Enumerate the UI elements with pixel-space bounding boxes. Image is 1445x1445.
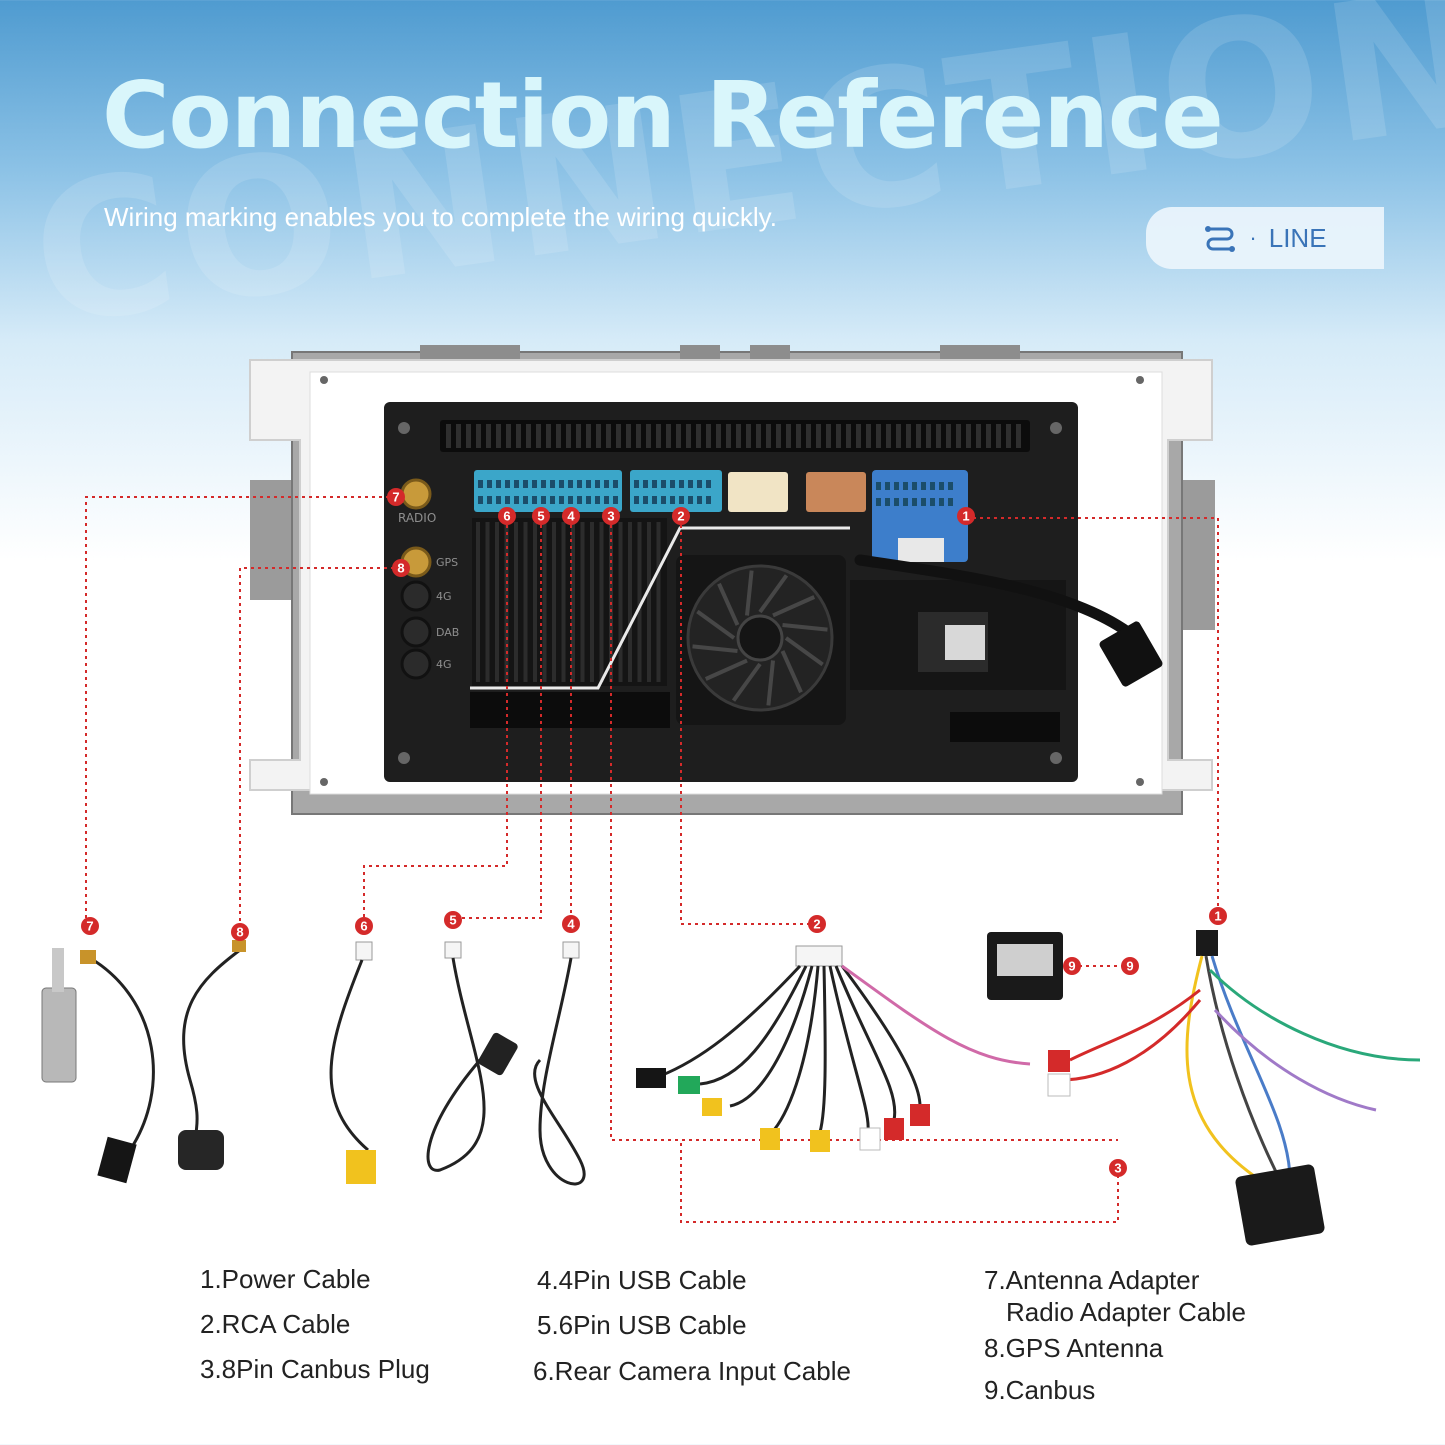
legend-item-2: 2.RCA Cable [200,1309,351,1339]
dab-label: DAB [436,626,459,639]
marker-number: 3 [1114,1161,1121,1176]
4g-socket-b [400,648,432,680]
camera-input-cable [329,941,376,1184]
usb-4pin-cable [533,941,586,1186]
route-icon [1205,226,1236,252]
legend-item-7-line2: Radio Adapter Cable [1006,1297,1246,1327]
marker-3: 3 [1109,1159,1127,1177]
marker-number: 9 [1068,959,1075,974]
orange-connector [806,472,866,512]
marker-7: 7 [81,917,99,935]
marker-7: 7 [387,488,405,506]
marker-number: 6 [503,509,510,524]
marker-6: 6 [498,507,516,525]
marker-4: 4 [562,915,580,933]
head-unit: RADIO GPS 4G DAB 4G [249,345,1215,815]
canbus-box [987,932,1063,1000]
usb-6pin-cable [426,941,518,1172]
marker-4: 4 [562,507,580,525]
marker-8: 8 [392,559,410,577]
marker-lines [85,496,1219,1223]
marker-number: 3 [607,509,614,524]
legend-item-8: 8.GPS Antenna [984,1333,1164,1363]
power-harness [1047,930,1421,1246]
markers: 1 2 3 4 5 6 7 8 7 8 6 5 4 2 1 9 9 3 [81,488,1227,1177]
marker-1: 1 [1209,907,1227,925]
marker-number: 7 [86,919,93,934]
line-badge[interactable]: · LINE [1146,207,1384,269]
page-subtitle: Wiring marking enables you to complete t… [104,202,777,232]
marker-number: 4 [567,509,575,524]
marker-number: 5 [449,913,456,928]
marker-2: 2 [808,915,826,933]
legend-item-3: 3.8Pin Canbus Plug [200,1354,430,1384]
gps-label: GPS [436,556,458,569]
badge-separator: · [1249,225,1257,250]
marker-9: 9 [1121,957,1139,975]
badge-label: LINE [1268,222,1327,253]
page-title: Connection Reference [102,62,1224,169]
marker-number: 4 [567,917,575,932]
legend-item-1: 1.Power Cable [200,1264,371,1294]
antenna-adapter [41,948,155,1184]
rca-connector [630,470,722,512]
radio-socket [400,478,432,510]
marker-number: 9 [1126,959,1133,974]
dab-socket [400,616,432,648]
radio-label: RADIO [398,511,436,525]
legend-item-6: 6.Rear Camera Input Cable [533,1356,851,1386]
marker-6: 6 [355,917,373,935]
marker-2: 2 [672,507,690,525]
marker-1: 1 [957,507,975,525]
legend-item-4: 4.4Pin USB Cable [537,1265,747,1295]
legend-item-5: 5.6Pin USB Cable [537,1310,747,1340]
aux-connector [728,472,788,512]
marker-5: 5 [532,507,550,525]
marker-number: 2 [677,509,684,524]
4g-label-b: 4G [436,658,452,671]
gps-antenna [178,940,246,1170]
marker-number: 2 [813,917,820,932]
usb-connectors-block [474,470,622,512]
accessories [41,930,1421,1246]
4g-label-a: 4G [436,590,452,603]
marker-number: 6 [360,919,367,934]
legend-item-9: 9.Canbus [984,1375,1096,1405]
marker-number: 5 [537,509,544,524]
marker-5: 5 [444,911,462,929]
marker-8: 8 [231,923,249,941]
legend-item-7: 7.Antenna Adapter [984,1265,1200,1295]
4g-socket-a [400,580,432,612]
marker-number: 8 [397,561,404,576]
marker-3: 3 [602,507,620,525]
marker-9: 9 [1063,957,1081,975]
marker-number: 1 [1214,909,1221,924]
marker-number: 7 [392,490,399,505]
marker-number: 8 [236,925,243,940]
marker-number: 1 [962,509,969,524]
rca-cable [636,945,1031,1152]
